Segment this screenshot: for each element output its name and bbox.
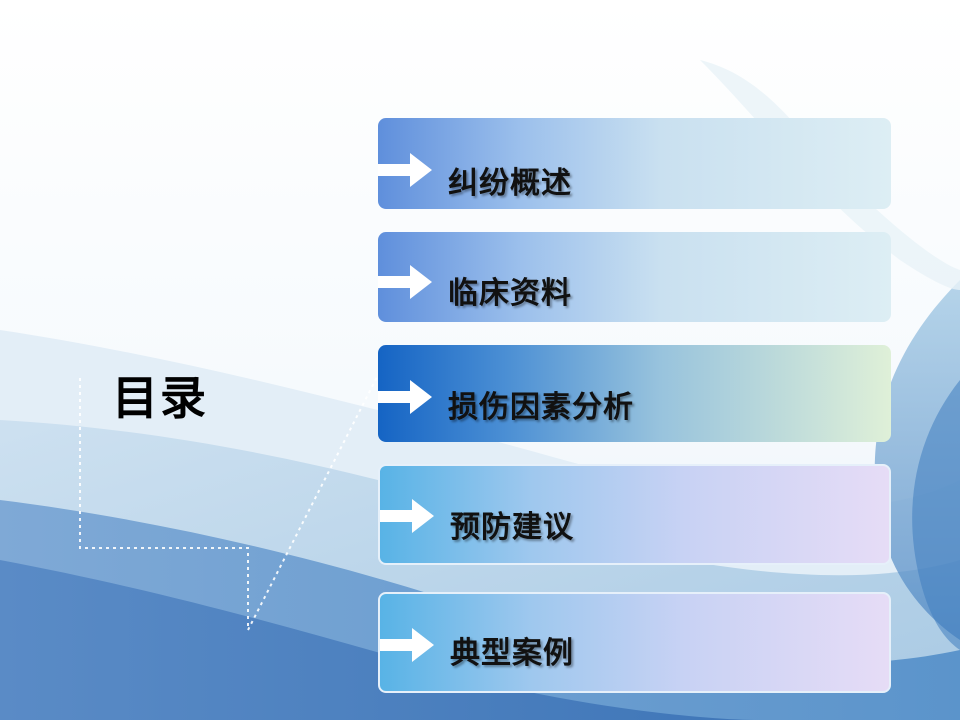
arrow-right-icon — [380, 628, 434, 662]
toc-item-label: 典型案例 — [450, 636, 574, 671]
toc-item-clinical-data[interactable]: 临床资料 — [378, 232, 891, 322]
toc-item-label: 临床资料 — [448, 276, 572, 311]
page-title: 目录 — [112, 371, 208, 425]
arrow-right-icon — [378, 380, 432, 414]
arrow-right-icon — [380, 499, 434, 533]
toc-item-prevention[interactable]: 预防建议 — [378, 464, 891, 565]
arrow-right-icon — [378, 153, 432, 187]
toc-item-typical-cases[interactable]: 典型案例 — [378, 592, 891, 693]
toc-item-factor-analysis[interactable]: 损伤因素分析 — [378, 345, 891, 442]
arrow-right-icon — [378, 265, 432, 299]
toc-item-label: 预防建议 — [450, 510, 574, 545]
toc-item-label: 损伤因素分析 — [448, 390, 634, 425]
toc-item-overview[interactable]: 纠纷概述 — [378, 118, 891, 209]
toc-item-label: 纠纷概述 — [448, 166, 572, 201]
